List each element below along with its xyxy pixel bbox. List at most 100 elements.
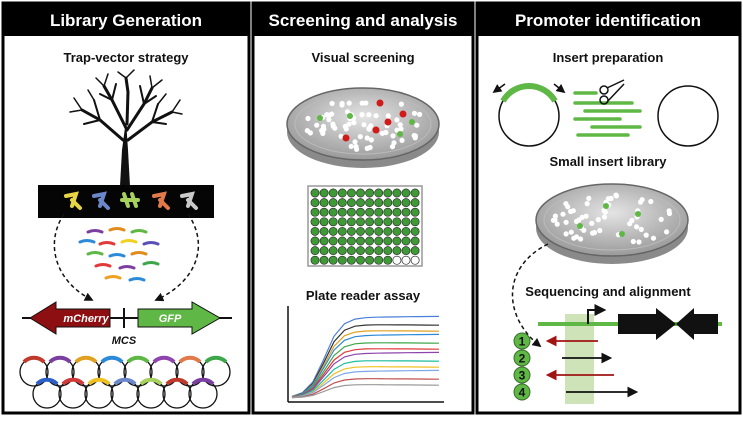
read-number: 2 (519, 352, 526, 366)
well (392, 246, 402, 256)
colony (639, 197, 645, 203)
colony (344, 109, 351, 115)
plasmid-pcr-icon (492, 82, 566, 147)
well (365, 207, 375, 217)
colony (348, 143, 354, 149)
panel2-header: Screening and analysis (269, 11, 458, 30)
green-colony (577, 223, 583, 229)
growth-curve (291, 330, 440, 398)
dna-fragments (78, 227, 160, 282)
well (337, 217, 347, 227)
colony (359, 100, 365, 106)
colony (368, 137, 374, 143)
well (356, 236, 365, 246)
well (374, 207, 384, 217)
well (365, 188, 375, 198)
colony (385, 113, 391, 119)
fragment-lines (573, 91, 642, 137)
plasmid-library (19, 355, 231, 409)
colony (390, 133, 396, 139)
scissors-icon (599, 79, 625, 105)
well (383, 188, 393, 198)
well (383, 236, 393, 246)
colony (563, 219, 569, 225)
well (410, 207, 420, 217)
panel3-subtitle-top: Insert preparation (553, 50, 664, 65)
colony (648, 198, 654, 205)
growth-curve (291, 369, 440, 399)
red-colony (399, 110, 407, 118)
panel3-header: Promoter identification (515, 11, 701, 30)
growth-curve (291, 324, 440, 398)
plasmid-insert (191, 377, 215, 386)
well (374, 217, 384, 227)
plasmid-insert (113, 377, 137, 386)
panel-screening-analysis: Screening and analysis Visual screening … (251, 1, 475, 415)
colony (589, 220, 595, 226)
well (374, 188, 384, 198)
gene-arrow-1 (618, 308, 676, 340)
plasmid-insert (22, 355, 46, 364)
red-colony (342, 134, 350, 142)
colony (412, 135, 418, 141)
colony (326, 117, 332, 123)
colony (346, 121, 352, 127)
colony (357, 134, 363, 140)
panel-library-generation: Library Generation Trap-vector strategy (1, 1, 251, 415)
well (346, 217, 356, 227)
read-number: 3 (519, 369, 526, 383)
growth-curve (291, 360, 440, 398)
well (383, 226, 393, 236)
well (374, 255, 384, 265)
colony (320, 123, 327, 129)
well-plate-icon (307, 185, 423, 267)
well (310, 198, 320, 208)
well (328, 198, 338, 208)
plasmid-insert (165, 377, 189, 386)
promoter-highlight (565, 314, 594, 404)
colony (568, 208, 574, 215)
well (383, 207, 393, 217)
colony (583, 213, 589, 219)
green-colony (409, 119, 415, 125)
well (319, 255, 329, 265)
colony (367, 144, 373, 151)
well (356, 198, 365, 208)
colony (329, 100, 335, 107)
colony (584, 201, 590, 207)
green-colony (603, 203, 609, 209)
plasmid-insert (48, 355, 72, 364)
green-colony (347, 113, 353, 119)
growth-curve (291, 348, 440, 398)
gfp-label: GFP (159, 313, 182, 325)
colony (554, 221, 560, 227)
colony (552, 217, 558, 223)
growth-curve (291, 384, 440, 399)
well (401, 198, 411, 208)
colony (414, 122, 420, 128)
colony (573, 218, 580, 224)
soil-microbes (64, 191, 198, 210)
well (319, 236, 329, 246)
well (410, 226, 420, 236)
colony (361, 122, 367, 128)
well (328, 207, 338, 217)
well (310, 246, 320, 256)
well (319, 217, 329, 227)
well (383, 198, 393, 208)
well (310, 217, 320, 227)
colony (338, 133, 344, 139)
growth-curve (291, 351, 440, 398)
well (346, 255, 356, 265)
well (356, 188, 365, 198)
colony (595, 217, 601, 223)
colony (394, 117, 400, 123)
well (374, 198, 384, 208)
well (310, 236, 320, 246)
colony (330, 123, 336, 129)
colony (613, 192, 619, 198)
well (401, 236, 411, 246)
colony (359, 112, 365, 118)
well (392, 188, 402, 198)
red-colony (376, 99, 384, 107)
